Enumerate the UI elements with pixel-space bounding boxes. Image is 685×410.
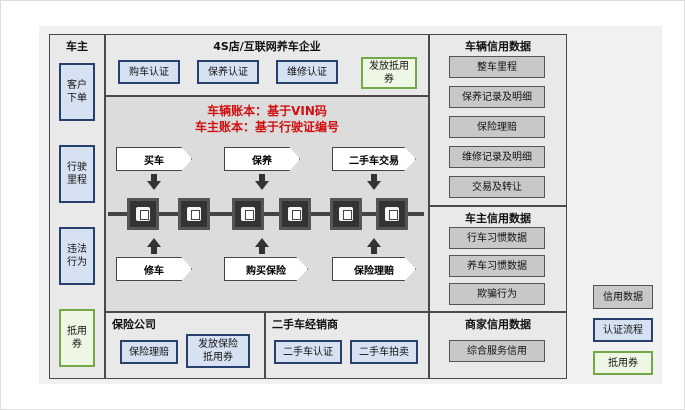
enterprise-item-repair: 维修认证 (276, 60, 338, 84)
owner-title: 车主 (66, 40, 88, 53)
owner-item-mileage: 行驶 里程 (59, 145, 95, 203)
enterprise-panel: 4S店/互联网养车企业 购车认证 保养认证 维修认证 发放抵用 券 (105, 34, 429, 96)
diagram-canvas: 车主 客户 下单 行驶 里程 违法 行为 抵用 券 4S店/互联网养车企业 购车… (39, 26, 662, 384)
owner-item-coupon: 抵用 券 (59, 309, 95, 367)
owner-credit-care: 养车习惯数据 (449, 255, 545, 277)
vehicle-credit-transfer: 交易及转让 (449, 176, 545, 198)
vehicle-credit-mileage: 整车里程 (449, 56, 545, 78)
arrow-down-icon (147, 174, 161, 190)
usedcar-title: 二手车经销商 (272, 318, 338, 331)
legend-cert-flow: 认证流程 (593, 318, 653, 342)
step-buy-car: 买车 (116, 147, 192, 171)
ledger-block-icon (330, 198, 362, 230)
owner-item-violation: 违法 行为 (59, 227, 95, 285)
enterprise-title: 4S店/互联网养车企业 (213, 40, 321, 53)
legend-coupon: 抵用券 (593, 351, 653, 375)
insurance-title: 保险公司 (112, 318, 156, 331)
step-repair: 修车 (116, 257, 192, 281)
step-maintenance: 保养 (224, 147, 300, 171)
arrow-up-icon (367, 238, 381, 254)
legend-credit-data: 信用数据 (593, 285, 653, 309)
step-insurance-claim: 保险理赔 (332, 257, 416, 281)
license-ledger-line: 车主账本：基于行驶证编号 (194, 120, 339, 134)
chain-link (108, 212, 424, 216)
arrow-up-icon (255, 238, 269, 254)
owner-credit-fraud: 欺骗行为 (449, 283, 545, 305)
insurance-item-claim: 保险理赔 (120, 340, 178, 364)
enterprise-item-coupon: 发放抵用 券 (361, 57, 417, 89)
owner-credit-title: 车主信用数据 (465, 212, 531, 225)
owner-credit-driving: 行车习惯数据 (449, 227, 545, 249)
vehicle-credit-repair: 维修记录及明细 (449, 146, 545, 168)
merchant-credit-title: 商家信用数据 (465, 318, 531, 331)
merchant-credit-service: 综合服务信用 (449, 340, 545, 362)
owner-credit-panel: 车主信用数据 行车习惯数据 养车习惯数据 欺骗行为 (429, 206, 567, 312)
ledger-block-icon (178, 198, 210, 230)
arrow-down-icon (255, 174, 269, 190)
enterprise-item-maintenance: 保养认证 (197, 60, 259, 84)
ledger-block-icon (127, 198, 159, 230)
merchant-credit-panel: 商家信用数据 综合服务信用 (429, 312, 567, 379)
ledger-panel: 车辆账本：基于VIN码 车主账本：基于行驶证编号 买车 保养 二手车交易 修车 … (105, 96, 429, 312)
arrow-up-icon (147, 238, 161, 254)
owner-panel: 车主 客户 下单 行驶 里程 违法 行为 抵用 券 (49, 34, 105, 379)
vehicle-credit-panel: 车辆信用数据 整车里程 保养记录及明细 保险理赔 维修记录及明细 交易及转让 (429, 34, 567, 206)
step-buy-insurance: 购买保险 (224, 257, 308, 281)
usedcar-panel: 二手车经销商 二手车认证 二手车拍卖 (265, 312, 429, 379)
vin-ledger-line: 车辆账本：基于VIN码 (207, 104, 327, 118)
enterprise-item-purchase: 购车认证 (118, 60, 180, 84)
ledger-block-icon (232, 198, 264, 230)
vehicle-credit-claim: 保险理赔 (449, 116, 545, 138)
usedcar-item-auction: 二手车拍卖 (350, 340, 418, 364)
insurance-panel: 保险公司 保险理赔 发放保险 抵用券 (105, 312, 265, 379)
ledger-block-icon (376, 198, 408, 230)
vehicle-credit-title: 车辆信用数据 (465, 40, 531, 53)
ledger-block-icon (279, 198, 311, 230)
insurance-item-coupon: 发放保险 抵用券 (186, 334, 250, 368)
vehicle-credit-maintenance: 保养记录及明细 (449, 86, 545, 108)
owner-item-order: 客户 下单 (59, 63, 95, 121)
step-used-car-trade: 二手车交易 (332, 147, 416, 171)
usedcar-item-cert: 二手车认证 (274, 340, 342, 364)
arrow-down-icon (367, 174, 381, 190)
